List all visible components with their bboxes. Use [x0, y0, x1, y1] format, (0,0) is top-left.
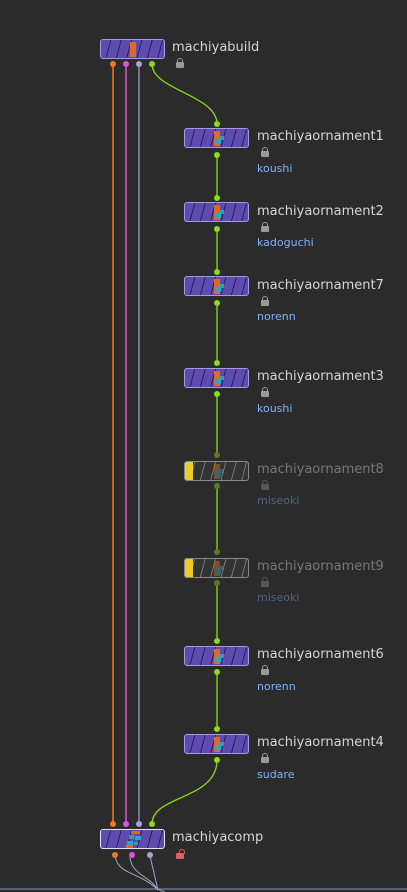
ornament-badge-icon [214, 464, 224, 479]
ornament-badge-icon [214, 561, 224, 576]
node-machiyaornament8-tile[interactable] [184, 461, 249, 481]
node-machiyaornament1-tile[interactable] [184, 128, 249, 148]
ornament-badge-icon [214, 737, 224, 752]
wire-green-build [151, 63, 218, 125]
node-machiyaornament9-tile[interactable] [184, 558, 249, 578]
lock-icon[interactable] [261, 222, 269, 233]
node-machiyaornament3-tile[interactable] [184, 368, 249, 388]
node-machiyacomp-tile[interactable] [100, 829, 165, 849]
ornament-badge-icon [214, 371, 224, 386]
lock-icon[interactable] [261, 665, 269, 676]
node-name: machiyaornament4 [257, 735, 384, 750]
node-subtitle: miseoki [257, 591, 300, 604]
node-name: machiyacomp [172, 830, 264, 845]
lock-icon[interactable] [261, 753, 269, 764]
comp-badge-icon [126, 831, 141, 848]
node-name: machiyaornament6 [257, 647, 384, 662]
wire-green-comp [151, 759, 218, 825]
lock-icon[interactable] [176, 58, 184, 69]
node-machiyaornament7-tile[interactable] [184, 276, 249, 296]
connector-dots [110, 61, 220, 858]
bypass-flag[interactable] [185, 462, 193, 480]
unlocked-icon[interactable] [176, 849, 185, 860]
build-badge-icon [130, 42, 140, 57]
node-subtitle: koushi [257, 402, 293, 415]
bypass-flag[interactable] [185, 559, 193, 577]
node-machiyabuild-tile[interactable] [100, 39, 165, 59]
node-name: machiyaornament3 [257, 369, 384, 384]
lock-icon[interactable] [261, 147, 269, 158]
node-machiyaornament6-tile[interactable] [184, 646, 249, 666]
node-subtitle: koushi [257, 162, 293, 175]
node-name: machiyabuild [172, 40, 260, 55]
wire-comp-out [114, 855, 166, 892]
lock-icon[interactable] [261, 296, 269, 307]
node-machiyaornament2-tile[interactable] [184, 202, 249, 222]
node-subtitle: sudare [257, 768, 295, 781]
node-subtitle: miseoki [257, 494, 300, 507]
lock-icon[interactable] [261, 577, 269, 588]
node-machiyaornament4-tile[interactable] [184, 734, 249, 754]
node-subtitle: norenn [257, 310, 296, 323]
ornament-badge-icon [214, 205, 224, 220]
ornament-badge-icon [214, 649, 224, 664]
node-subtitle: norenn [257, 680, 296, 693]
node-name: machiyaornament1 [257, 129, 384, 144]
node-name: machiyaornament9 [257, 559, 384, 574]
lock-icon[interactable] [261, 480, 269, 491]
ornament-badge-icon [214, 131, 224, 146]
node-subtitle: kadoguchi [257, 236, 314, 249]
node-name: machiyaornament8 [257, 462, 384, 477]
ornament-badge-icon [214, 279, 224, 294]
node-name: machiyaornament7 [257, 278, 384, 293]
lock-icon[interactable] [261, 387, 269, 398]
node-name: machiyaornament2 [257, 204, 384, 219]
